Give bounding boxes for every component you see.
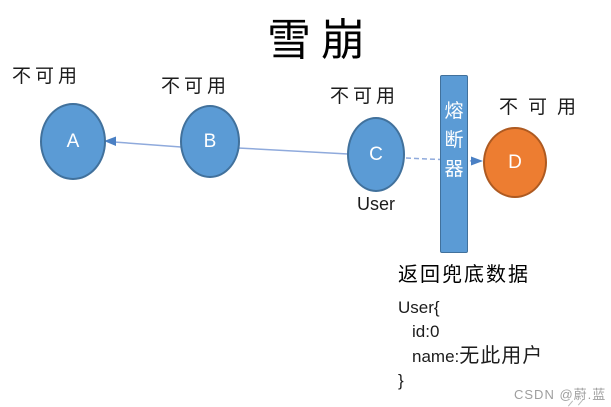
fallback-object-open: User{ (398, 298, 440, 317)
arrow-line-b-to-a (113, 141, 182, 148)
arrow-line-c-to-d (405, 157, 474, 162)
status-label-c: 不可用 (330, 86, 400, 107)
status-label-d: 不可用 (499, 97, 587, 118)
csdn-watermark: CSDN @蔚.蓝 (514, 387, 607, 402)
breaker-char-1: 熔 (444, 101, 464, 122)
diagram-title: 雪崩 (267, 15, 375, 66)
fallback-id-line: id:0 (412, 322, 440, 341)
fallback-data-block: 返回兜底数据 User{ id:0 name:无此用户 } (398, 258, 543, 393)
status-label-b: 不可用 (161, 76, 231, 97)
arrowhead-at-a (104, 136, 116, 146)
corner-mark (567, 398, 585, 407)
fallback-heading: 返回兜底数据 (398, 264, 530, 286)
breaker-char-3: 器 (444, 159, 464, 180)
service-node-a: A (40, 103, 106, 180)
breaker-char-2: 断 (444, 130, 464, 151)
user-label: User (356, 194, 395, 214)
arrowhead-at-d (471, 156, 483, 166)
node-c-letter: C (369, 143, 383, 165)
corner-mark-stroke (577, 399, 584, 406)
corner-mark-stroke (567, 400, 574, 407)
service-node-d: D (483, 127, 547, 198)
fallback-name-prefix: name: (412, 347, 460, 366)
fallback-name-line: name:无此用户 (398, 344, 543, 369)
node-d-letter: D (508, 151, 522, 173)
status-label-a: 不可用 (12, 66, 82, 87)
fallback-name-value: 无此用户 (459, 345, 544, 367)
arrow-line-c-to-b (237, 147, 349, 155)
service-node-b: B (180, 105, 240, 178)
node-b-letter: B (203, 130, 217, 152)
node-a-letter: A (66, 130, 80, 152)
fallback-object-close: } (398, 371, 404, 390)
service-node-c: C (347, 117, 405, 192)
circuit-breaker-bar: 熔 断 器 (440, 75, 468, 253)
